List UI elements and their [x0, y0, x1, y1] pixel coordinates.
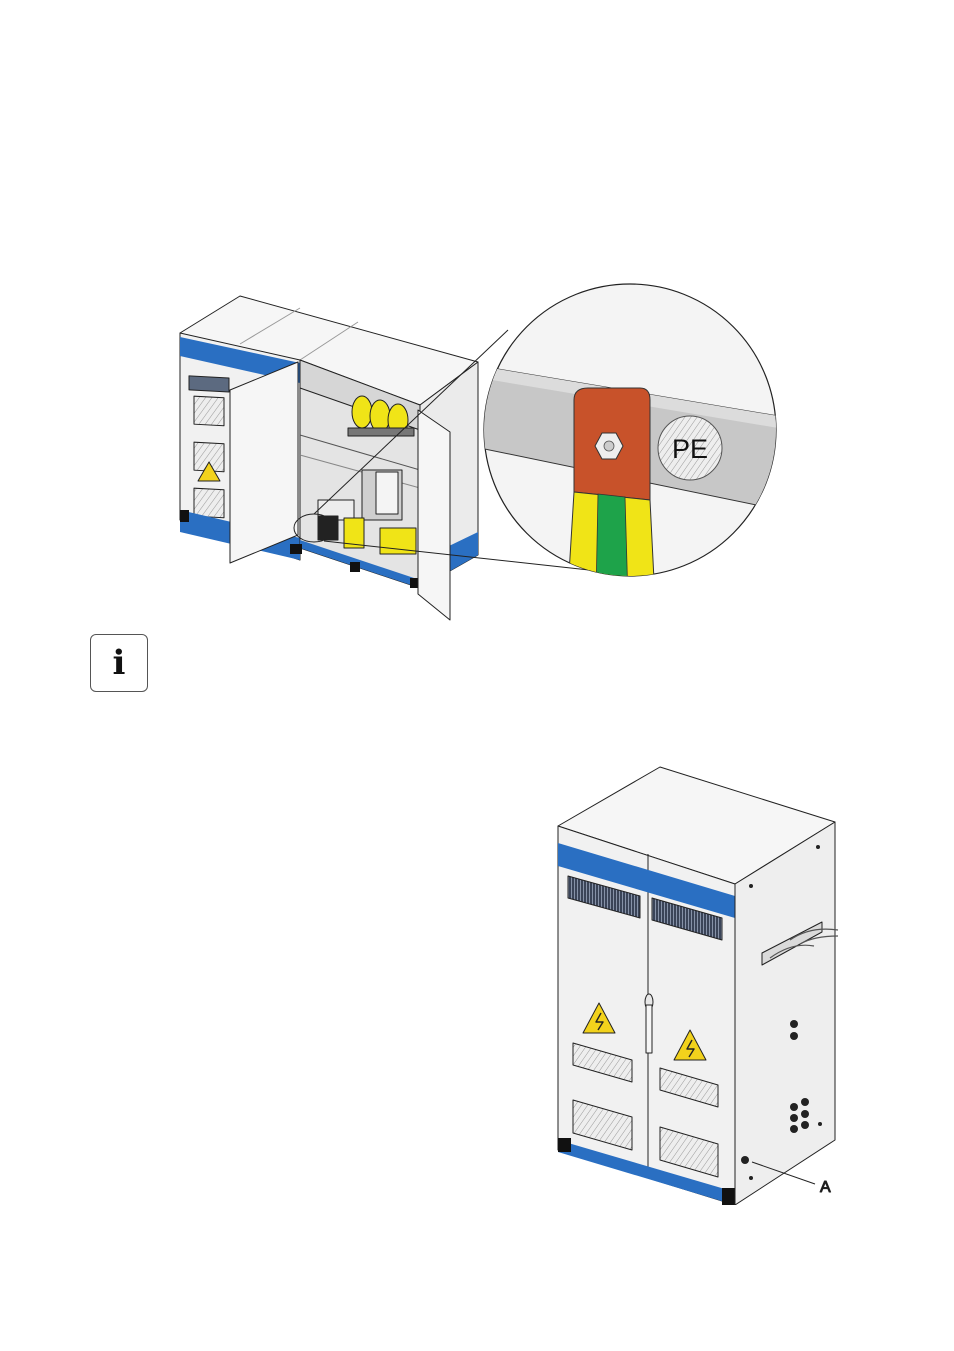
vent-grille-left	[567, 875, 641, 919]
pe-detail-magnifier: PE	[483, 283, 777, 577]
right-door	[417, 409, 451, 621]
pe-marker	[657, 415, 723, 481]
cable-glands	[790, 1020, 809, 1133]
earthing-point-a	[741, 1156, 749, 1164]
warning-icon	[582, 1002, 616, 1034]
info-icon: i	[90, 634, 148, 692]
pe-label: PE	[672, 434, 708, 464]
choke-coils	[347, 395, 415, 437]
bolt-icon	[594, 432, 624, 460]
cabinet-side	[734, 821, 836, 1205]
cables	[769, 928, 839, 959]
cabinet-body	[179, 295, 479, 621]
callout-a-line	[751, 1161, 816, 1185]
warning-icon	[197, 461, 221, 482]
warning-icon	[673, 1029, 707, 1061]
left-door	[229, 361, 299, 564]
door-handle	[644, 993, 654, 1054]
closed-cabinet-figure: A	[557, 766, 839, 1205]
callout-a-label: A	[820, 1179, 831, 1196]
open-cabinet-pe-figure: PE	[179, 283, 777, 621]
detail-callout-lines	[293, 329, 599, 572]
info-glyph: i	[112, 643, 126, 683]
vent-grille-right	[651, 897, 723, 941]
terminal-block	[343, 517, 417, 555]
